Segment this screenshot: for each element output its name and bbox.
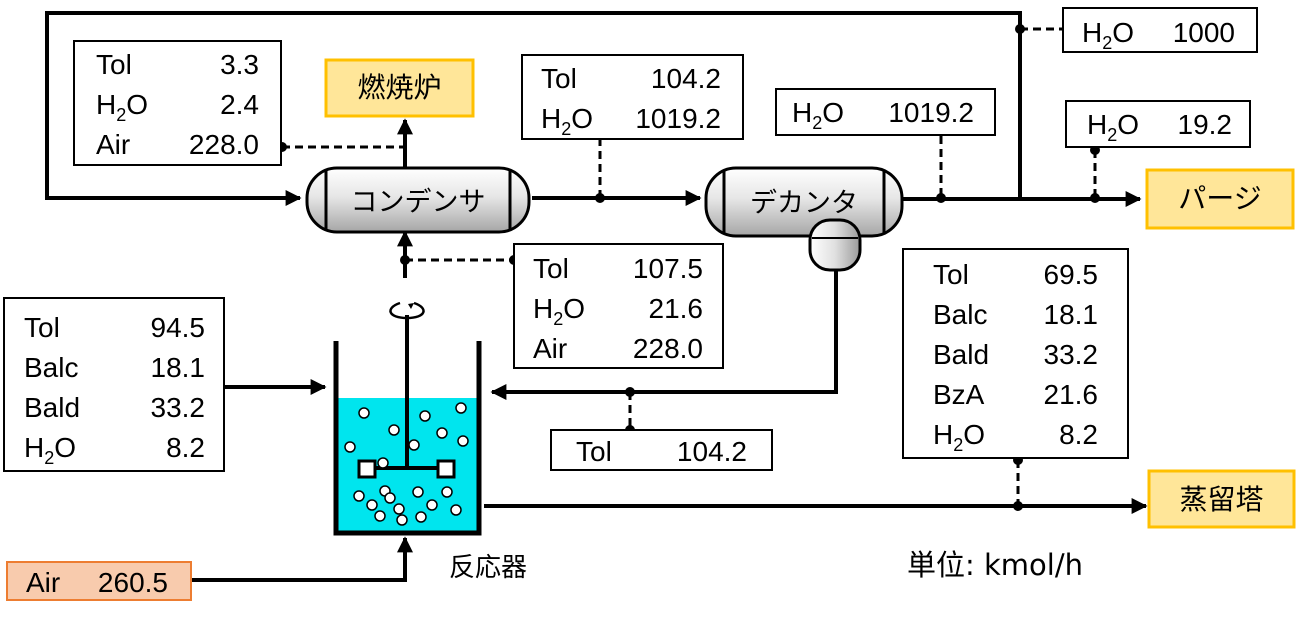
- reactor-bubbles: [344, 402, 469, 526]
- component-value: 228.0: [189, 129, 259, 160]
- component-name: H2O: [541, 103, 593, 139]
- recycle-line: [45, 11, 1022, 206]
- component-value: 104.2: [651, 63, 721, 94]
- component-name: Tol: [533, 253, 569, 284]
- component-value: 18.1: [1044, 299, 1099, 330]
- component-name: Tol: [576, 436, 612, 467]
- component-name: Tol: [541, 63, 577, 94]
- component-value: 107.5: [633, 253, 703, 284]
- component-value: 3.3: [220, 49, 259, 80]
- stream-box-toluene-recycle: [550, 429, 773, 471]
- reactor: 反応器: [333, 301, 527, 583]
- component-value: 21.6: [1044, 379, 1099, 410]
- component-value: 94.5: [151, 312, 206, 343]
- condenser: コンデンサ: [305, 166, 531, 234]
- component-name: Bald: [24, 392, 80, 423]
- svg-text:蒸留塔: 蒸留塔: [1179, 483, 1263, 516]
- stream-box-water-feed: [1062, 7, 1258, 53]
- component-value: 69.5: [1044, 259, 1099, 290]
- component-value: 33.2: [1044, 339, 1099, 370]
- decanter-boot: [808, 218, 862, 272]
- component-value: 18.1: [151, 352, 206, 383]
- reactor-label: 反応器: [449, 553, 527, 583]
- component-name: Tol: [96, 49, 132, 80]
- component-value: 104.2: [677, 436, 747, 467]
- stream-box-reactor-vapor: [513, 243, 724, 369]
- component-value: 1000: [1173, 17, 1235, 48]
- component-name: Bald: [933, 339, 989, 370]
- condenser-label: コンデンサ: [351, 187, 486, 218]
- component-value: 19.2: [1178, 109, 1233, 140]
- component-value: 1019.2: [888, 97, 974, 128]
- label-leaders: [282, 27, 1097, 506]
- component-name: BzA: [933, 379, 985, 410]
- component-name: Balc: [933, 299, 987, 330]
- component-value: 8.2: [1059, 419, 1098, 450]
- stream-box-incinerator: [73, 40, 282, 166]
- destination-distillation: 蒸留塔: [1147, 469, 1296, 529]
- component-value: 21.6: [649, 293, 704, 324]
- component-value: 33.2: [151, 392, 206, 423]
- decanter: デカンタ: [704, 166, 904, 272]
- component-name: Tol: [933, 259, 969, 290]
- destination-incinerator: 燃焼炉: [324, 58, 475, 118]
- stream-table-toluene-recycle: Tol 104.2: [576, 436, 747, 467]
- component-value: 8.2: [166, 432, 205, 463]
- stream-box-distillation: [902, 248, 1129, 459]
- stream-table-air-feed: Air 260.5: [26, 567, 168, 598]
- stream-box-decanter-water: [775, 88, 996, 136]
- component-value: 260.5: [98, 567, 168, 598]
- toluene-recycle-line: [490, 270, 838, 400]
- component-value: 1019.2: [635, 103, 721, 134]
- component-name: H2O: [533, 293, 585, 329]
- stream-box-purge: [1065, 100, 1251, 148]
- component-name: Tol: [24, 312, 60, 343]
- stream-box-reactor-feed: [3, 297, 225, 472]
- component-value: 2.4: [220, 89, 259, 120]
- units-label: 単位: kmol/h: [907, 548, 1083, 582]
- stream-box-air-feed: [6, 561, 192, 601]
- component-name: Balc: [24, 352, 78, 383]
- decanter-label: デカンタ: [750, 188, 858, 219]
- component-name: Air: [26, 567, 60, 598]
- stream-box-condenser-decanter: [521, 54, 744, 140]
- destination-purge: パージ: [1145, 168, 1295, 230]
- component-value: 228.0: [633, 333, 703, 364]
- air-feed-line: [192, 536, 413, 582]
- component-name: Air: [533, 333, 567, 364]
- svg-text:燃焼炉: 燃焼炉: [357, 71, 441, 104]
- svg-text:パージ: パージ: [1178, 182, 1261, 215]
- component-name: Air: [96, 129, 130, 160]
